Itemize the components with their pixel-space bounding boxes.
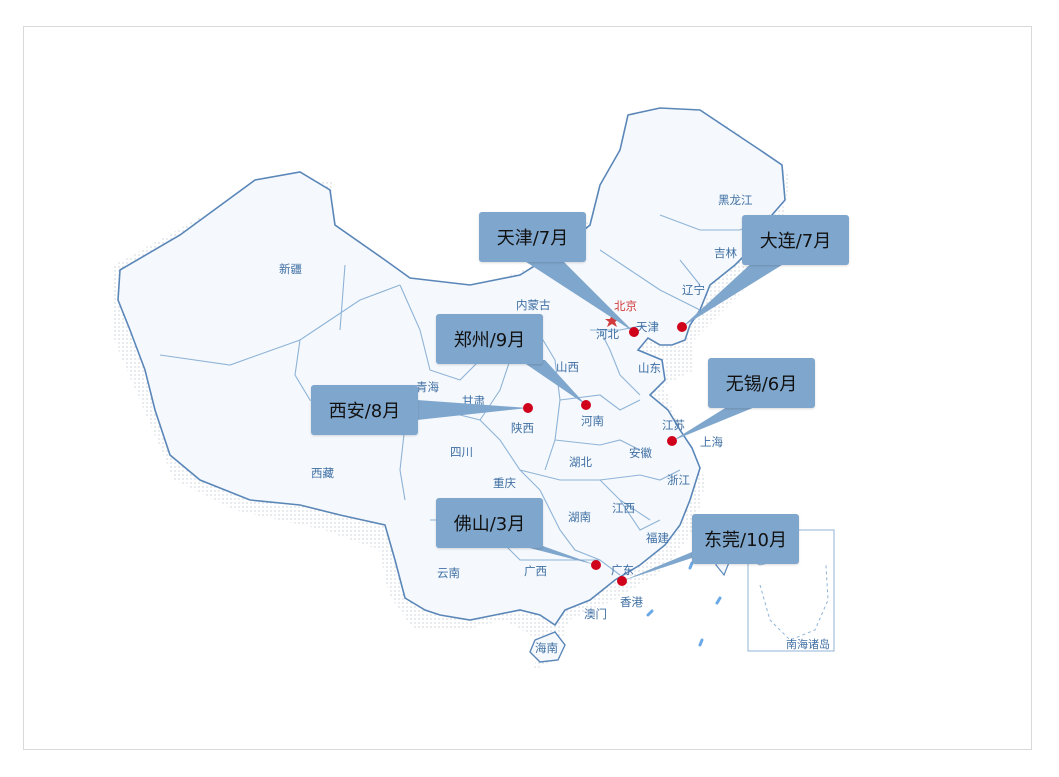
label-shandong: 山东: [638, 361, 661, 375]
marker-dalian: [677, 322, 687, 332]
callout-xian[interactable]: 西安/8月: [311, 385, 418, 435]
callout-dalian[interactable]: 大连/7月: [742, 215, 849, 265]
province-borders: [159, 214, 771, 576]
hainan-island: [529, 631, 566, 663]
label-hubei: 湖北: [569, 455, 592, 469]
marker-xian: [523, 403, 533, 413]
callout-tianjin[interactable]: 天津/7月: [479, 212, 586, 262]
label-xinjiang: 新疆: [279, 262, 302, 276]
label-shanxi: 山西: [556, 360, 579, 374]
label-neimenggu: 内蒙古: [516, 298, 551, 312]
inset-label: 南海诸岛: [786, 637, 830, 651]
label-shaanxi: 陕西: [511, 421, 534, 435]
label-fujian: 福建: [646, 531, 669, 545]
label-chongqing: 重庆: [493, 476, 516, 490]
label-guangxi: 广西: [524, 564, 547, 578]
label-beijing: 北京: [614, 299, 637, 313]
label-heilongjiang: 黑龙江: [718, 193, 753, 207]
label-jiangxi: 江西: [612, 501, 635, 515]
label-jilin: 吉林: [714, 246, 737, 260]
marker-dongguan: [617, 576, 627, 586]
label-xianggang: 香港: [620, 595, 643, 609]
callout-dongguan[interactable]: 东莞/10月: [692, 514, 799, 564]
label-qinghai: 青海: [416, 380, 439, 394]
province-labels: 新疆 西藏 青海 甘肃 内蒙古 黑龙江 吉林 辽宁 北京 天津 河北 山西 山东…: [279, 193, 753, 655]
callout-wuxi[interactable]: 无锡/6月: [708, 358, 815, 408]
label-hebei: 河北: [596, 327, 619, 341]
city-markers: [523, 322, 687, 586]
label-jiangsu: 江苏: [662, 418, 685, 432]
marker-wuxi: [667, 436, 677, 446]
label-hainan: 海南: [535, 641, 558, 655]
label-aomen: 澳门: [584, 607, 607, 621]
label-yunnan: 云南: [437, 566, 460, 580]
marker-zhengzhou: [581, 400, 591, 410]
label-sichuan: 四川: [450, 445, 473, 459]
label-henan: 河南: [581, 414, 604, 428]
callout-foshan[interactable]: 佛山/3月: [436, 498, 543, 548]
island-dashes: [646, 561, 722, 647]
callout-zhengzhou[interactable]: 郑州/9月: [436, 314, 543, 364]
label-anhui: 安徽: [629, 446, 652, 460]
label-liaoning: 辽宁: [682, 283, 705, 297]
marker-tianjin: [629, 327, 639, 337]
map-frame: [23, 26, 1032, 750]
marker-foshan: [591, 560, 601, 570]
callout-pointers: [417, 258, 790, 581]
label-zhejiang: 浙江: [667, 473, 690, 487]
beijing-star-icon: [605, 314, 619, 327]
label-tianjin: 天津: [636, 320, 659, 334]
label-shanghai: 上海: [700, 435, 723, 449]
label-xizang: 西藏: [311, 466, 334, 480]
label-guangdong: 广东: [611, 563, 634, 577]
label-hunan: 湖南: [568, 510, 591, 524]
